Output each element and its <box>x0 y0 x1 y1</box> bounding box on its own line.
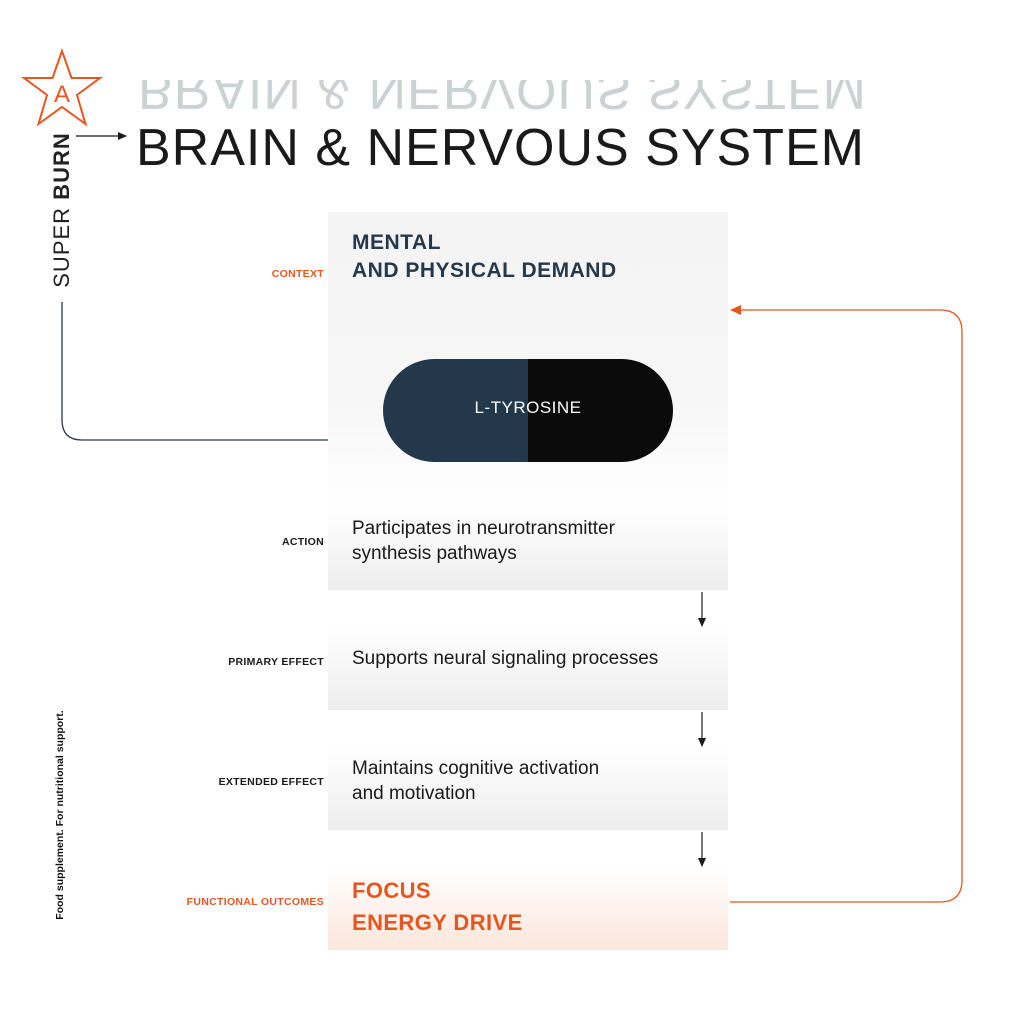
page-title-reflection: BRAIN & NERVOUS SYSTEM <box>138 80 867 119</box>
brand-word-light: SUPER <box>49 206 74 288</box>
extended-effect-text-line2: and motivation <box>352 783 476 804</box>
extended-effect-label: EXTENDED EFFECT <box>218 776 324 788</box>
svg-text:A: A <box>54 81 70 108</box>
context-heading-line1: MENTAL <box>352 231 441 254</box>
ingredient-name: L-TYROSINE <box>474 398 582 417</box>
primary-effect-label: PRIMARY EFFECT <box>228 656 324 668</box>
page-title: BRAIN & NERVOUS SYSTEM <box>136 119 865 177</box>
primary-effect-box <box>328 628 728 710</box>
action-text-line1: Participates in neurotransmitter <box>352 518 615 539</box>
context-heading-line2: AND PHYSICAL DEMAND <box>352 259 617 282</box>
extended-effect-text-line1: Maintains cognitive activation <box>352 758 600 779</box>
extended-effect-box <box>328 748 728 830</box>
outcome-focus: FOCUS <box>352 878 431 903</box>
outcome-energy-drive: ENERGY DRIVE <box>352 910 523 935</box>
action-text-line2: synthesis pathways <box>352 543 517 564</box>
context-label: CONTEXT <box>271 268 324 280</box>
functional-outcomes-label: FUNCTIONAL OUTCOMES <box>186 896 324 908</box>
ingredient-capsule <box>383 359 673 462</box>
action-box <box>328 508 728 590</box>
brand-word-bold: BURN <box>49 132 74 200</box>
feedback-loop-arrow <box>730 305 963 903</box>
functional-outcomes-box <box>328 868 728 950</box>
star-a-icon: A <box>20 48 104 127</box>
action-label: ACTION <box>281 536 324 548</box>
footnote-text: Food supplement. For nutritional support… <box>54 710 66 920</box>
brand-to-ingredient-arrow <box>61 302 381 446</box>
primary-effect-text: Supports neural signaling processes <box>352 648 659 669</box>
